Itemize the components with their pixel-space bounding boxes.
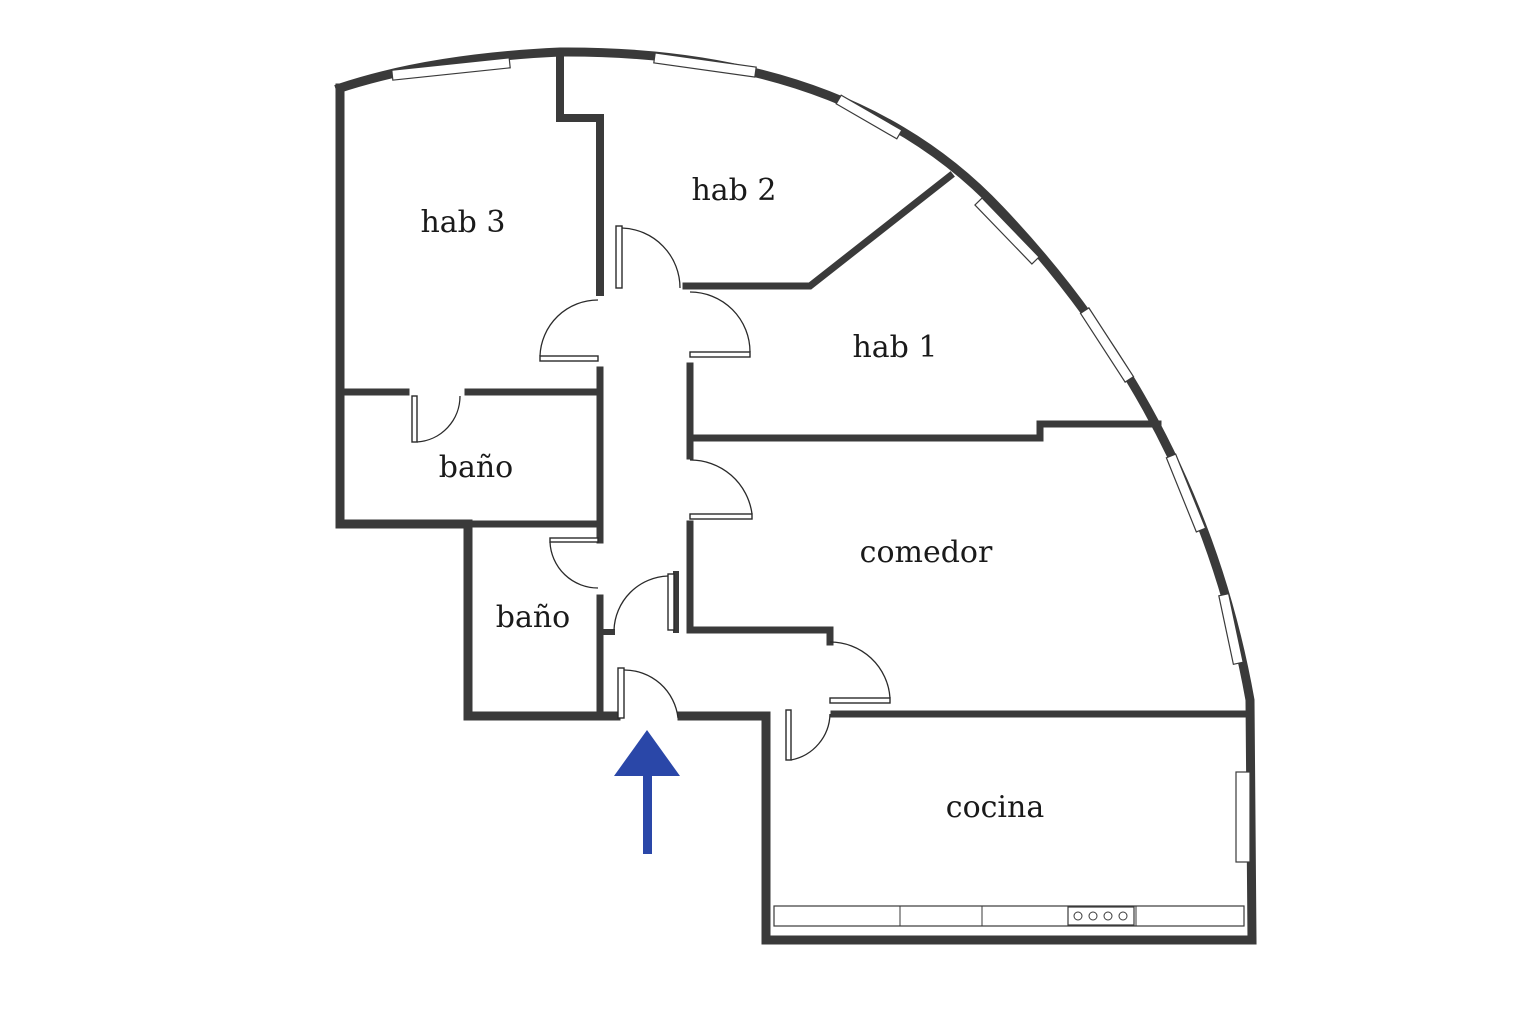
interior-walls (340, 48, 1252, 720)
door-hall (613, 573, 675, 631)
door-hab2 (615, 225, 681, 289)
room-label-cocina: cocina (946, 790, 1045, 825)
exterior-walls (334, 47, 1257, 945)
burner-icon (1103, 911, 1113, 921)
counter-top (773, 905, 1245, 927)
burner-icon (1073, 911, 1083, 921)
door-hab1 (689, 291, 751, 358)
room-label-hab3: hab 3 (420, 205, 505, 240)
window-hab2-b (835, 94, 903, 140)
windows (391, 52, 1251, 863)
entrance-arrow-icon (614, 730, 680, 854)
door-hab3 (539, 299, 599, 362)
doors (411, 225, 891, 761)
room-label-hab1: hab 1 (852, 330, 937, 365)
door-comedor (689, 459, 753, 520)
outer-wall-west (335, 83, 621, 721)
window-cocina (1235, 771, 1251, 863)
window-hab2-a (653, 52, 757, 78)
wall-hab2-hab1 (682, 171, 955, 290)
kitchen-counter (773, 905, 1245, 927)
window-hab1-a (974, 197, 1040, 265)
door-cocina (785, 709, 831, 761)
burner-icon (1088, 911, 1098, 921)
door-bano-upper (411, 395, 461, 443)
outer-wall (334, 47, 1257, 945)
door-comedor-kitchen (829, 641, 891, 704)
burner-icon (1118, 911, 1128, 921)
wall-hab3-hab2 (556, 48, 604, 296)
room-labels: hab 3 hab 2 hab 1 baño baño comedor coci… (420, 173, 1044, 825)
room-label-bano-upper: baño (439, 450, 513, 485)
wall-comedor-left (686, 520, 834, 646)
window-comedor-a (1165, 453, 1207, 533)
stove (1067, 906, 1135, 926)
room-label-hab2: hab 2 (691, 173, 776, 208)
room-label-comedor: comedor (860, 535, 993, 570)
window-comedor-b (1218, 593, 1244, 665)
door-entrance (617, 667, 679, 719)
window-hab1-b (1079, 307, 1135, 383)
window-hab3 (391, 57, 511, 81)
door-bano-lower (549, 537, 599, 589)
room-label-bano-lower: baño (496, 600, 570, 635)
wall-hab1-comedor (686, 420, 1162, 442)
